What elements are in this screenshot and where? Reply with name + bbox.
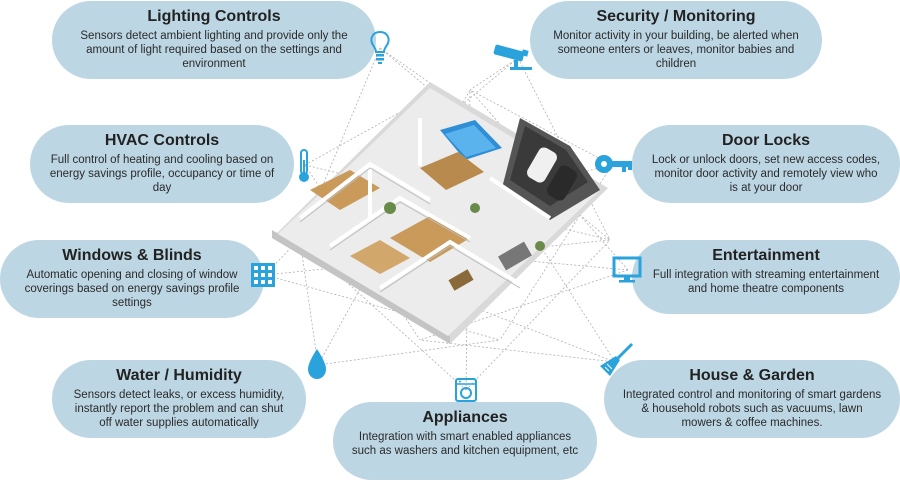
feature-title: Entertainment [712,247,820,264]
window-icon [251,263,275,287]
feature-title: HVAC Controls [104,132,220,149]
feature-entertainment: Entertainment Full integration with stre… [632,240,900,314]
tv-icon [612,256,642,283]
feature-hvac-controls: HVAC Controls Full control of heating an… [30,125,294,203]
feature-description: Full control of heating and cooling base… [49,154,275,194]
water-drop-icon [308,349,326,379]
washing-machine-icon [455,378,477,402]
feature-security-monitoring: Security / Monitoring Monitor activity i… [530,1,822,79]
security-camera-icon [493,44,532,70]
light-bulb-icon [370,30,390,64]
feature-door-locks: Door Locks Lock or unlock doors, set new… [632,125,900,203]
thermometer-icon [299,149,309,182]
feature-appliances: Appliances Integration with smart enable… [333,402,597,480]
feature-description: Full integration with streaming entertai… [652,269,880,295]
feature-lighting-controls: Lighting Controls Sensors detect ambient… [52,1,376,79]
feature-description: Monitor activity in your building, be al… [553,30,799,70]
feature-house-garden: House & Garden Integrated control and mo… [604,360,900,438]
feature-title: Security / Monitoring [596,8,756,25]
feature-title: Door Locks [721,132,810,149]
feature-description: Lock or unlock doors, set new access cod… [651,154,881,194]
feature-title: Appliances [422,409,508,426]
feature-description: Sensors detect leaks, or excess humidity… [73,389,285,429]
feature-description: Integrated control and monitoring of sma… [622,389,882,429]
feature-description: Automatic opening and closing of window … [24,269,240,309]
key-icon [595,155,632,173]
broom-icon [600,342,634,376]
feature-water-humidity: Water / Humidity Sensors detect leaks, o… [52,360,306,438]
feature-description: Integration with smart enabled appliance… [351,431,579,457]
feature-title: Water / Humidity [116,367,242,384]
feature-windows-blinds: Windows & Blinds Automatic opening and c… [0,240,264,318]
feature-title: Lighting Controls [147,8,281,25]
house-floorplan-illustration [272,82,608,344]
feature-description: Sensors detect ambient lighting and prov… [80,30,348,70]
feature-title: House & Garden [689,367,815,384]
feature-title: Windows & Blinds [62,247,202,264]
